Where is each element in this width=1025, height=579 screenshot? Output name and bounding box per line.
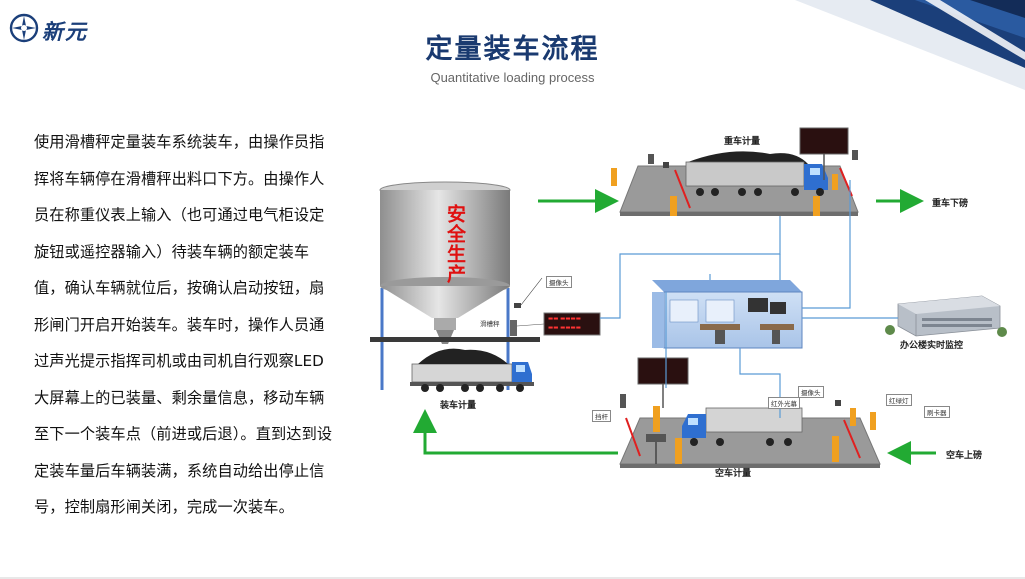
- heavy-weigh-station: [611, 127, 859, 216]
- footer-divider: [0, 577, 1025, 579]
- scale-instrument: [510, 320, 517, 336]
- loading-process-diagram: 安全生产 ▬▬ ▬▬▬▬ ▬▬ ▬▬▬▬ 重车计量 重车下磅 装车计量 空车计量…: [370, 118, 1025, 498]
- empty-weigh-station: [619, 357, 881, 468]
- page-subtitle: Quantitative loading process: [430, 70, 595, 85]
- signal-lines: [600, 180, 898, 418]
- page-title: 定量装车流程: [425, 34, 600, 65]
- label-office: 办公楼实时监控: [900, 341, 964, 351]
- camera-icon: [514, 303, 521, 308]
- compass-star-icon: [9, 13, 39, 43]
- label-camera-top: 摄像头: [546, 276, 572, 288]
- label-heavy-off: 重车下磅: [932, 199, 969, 209]
- silo-text: 安全生产: [444, 204, 466, 284]
- led-readout-1: ▬▬ ▬▬▬▬: [548, 316, 581, 322]
- label-camera-bottom: 摄像头: [798, 386, 824, 398]
- label-chute-scale: 滑槽秤: [480, 320, 500, 328]
- label-barrier: 挡杆: [592, 410, 611, 422]
- diagram-graphics: [370, 127, 1007, 468]
- office-building: [885, 295, 1007, 337]
- label-traffic-light: 红绿灯: [886, 394, 912, 406]
- label-empty-on: 空车上磅: [946, 451, 983, 461]
- led-readout-2: ▬▬ ▬▬▬▬: [548, 325, 581, 331]
- loading-truck: [410, 348, 534, 392]
- logo: 新元: [8, 10, 108, 46]
- corner-decoration: [795, 0, 1025, 90]
- control-room: [652, 280, 803, 349]
- return-flow-arrow: [413, 409, 618, 455]
- silo: [370, 181, 540, 390]
- process-description: 使用滑槽秤定量装车系统装车，由操作员指挥将车辆停在滑槽秤出料口下方。由操作人员在…: [34, 133, 333, 516]
- label-card-reader: 刷卡器: [924, 406, 950, 418]
- label-empty-weigh: 空车计量: [715, 469, 752, 479]
- label-ir-grating: 红外光幕: [768, 397, 800, 409]
- label-loading-weigh: 装车计量: [440, 401, 477, 411]
- label-heavy-weigh: 重车计量: [724, 137, 761, 147]
- logo-text: 新元: [42, 19, 88, 44]
